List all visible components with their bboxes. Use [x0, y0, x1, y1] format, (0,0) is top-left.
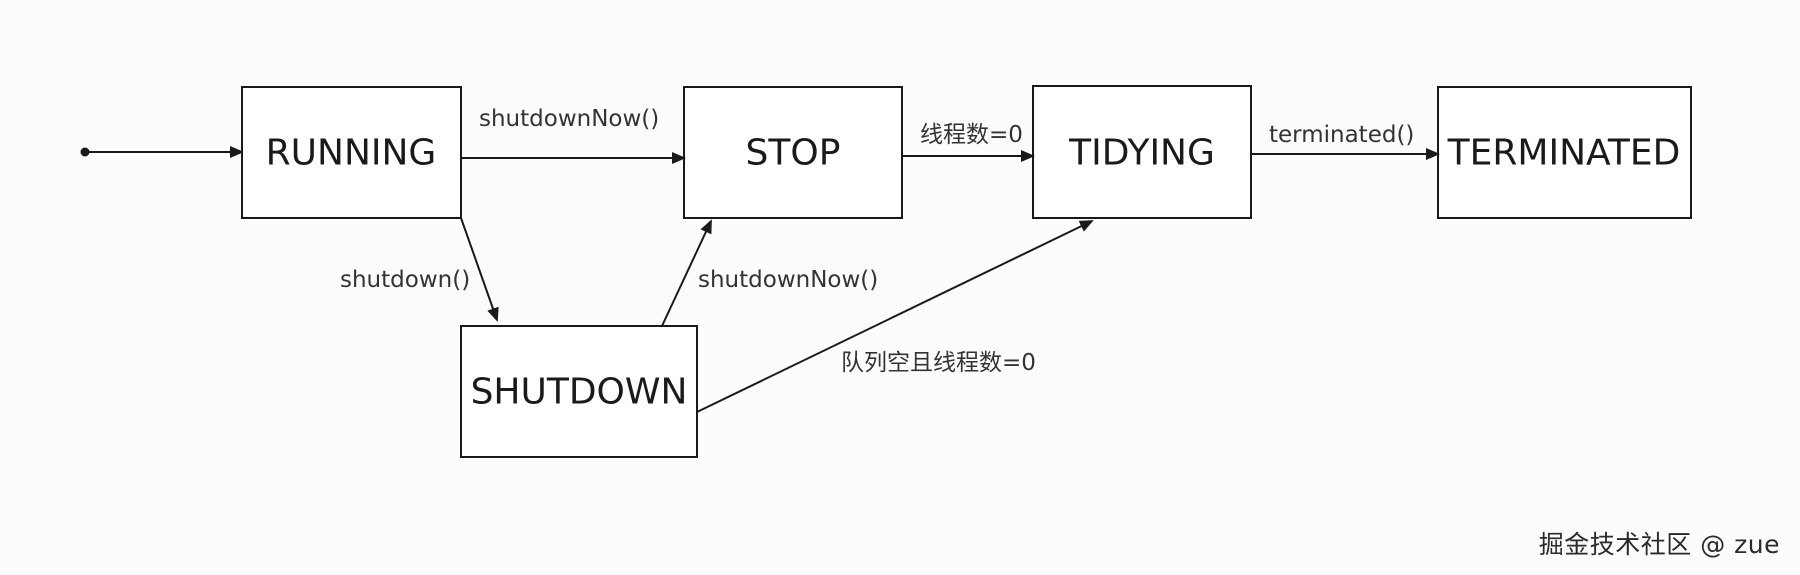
- transition-running-to-shutdown-arrow: [460, 217, 499, 322]
- state-shutdown-label: SHUTDOWN: [471, 372, 688, 413]
- state-terminated-label: TERMINATED: [1447, 133, 1681, 174]
- state-tidying-label: TIDYING: [1068, 133, 1215, 174]
- transition-running-to-shutdown-label: shutdown(): [340, 267, 470, 293]
- transition-shutdown-to-stop-arrow: [661, 219, 712, 327]
- state-terminated: TERMINATED: [1437, 86, 1692, 219]
- watermark: 掘金技术社区 @ zue: [1538, 530, 1780, 559]
- transition-running-to-stop-label: shutdownNow(): [479, 106, 659, 132]
- transition-shutdown-to-stop-label: shutdownNow(): [698, 267, 878, 293]
- state-stop-label: STOP: [746, 133, 841, 174]
- state-shutdown-box: [460, 325, 698, 458]
- state-tidying-box: [1032, 85, 1252, 219]
- state-terminated-box: [1437, 86, 1692, 219]
- transition-stop-to-tidying-label: 线程数=0: [920, 122, 1023, 148]
- state-running-box: [241, 86, 462, 219]
- state-running-label: RUNNING: [266, 133, 437, 174]
- transition-shutdown-to-tidying-label: 队列空且线程数=0: [841, 350, 1036, 376]
- state-stop: STOP: [683, 86, 903, 219]
- state-running: RUNNING: [241, 86, 462, 219]
- state-tidying: TIDYING: [1032, 85, 1252, 219]
- transition-shutdown-to-tidying-arrow: [696, 220, 1094, 413]
- transition-tidying-to-terminated-label: terminated(): [1269, 122, 1414, 148]
- state-shutdown: SHUTDOWN: [460, 325, 698, 458]
